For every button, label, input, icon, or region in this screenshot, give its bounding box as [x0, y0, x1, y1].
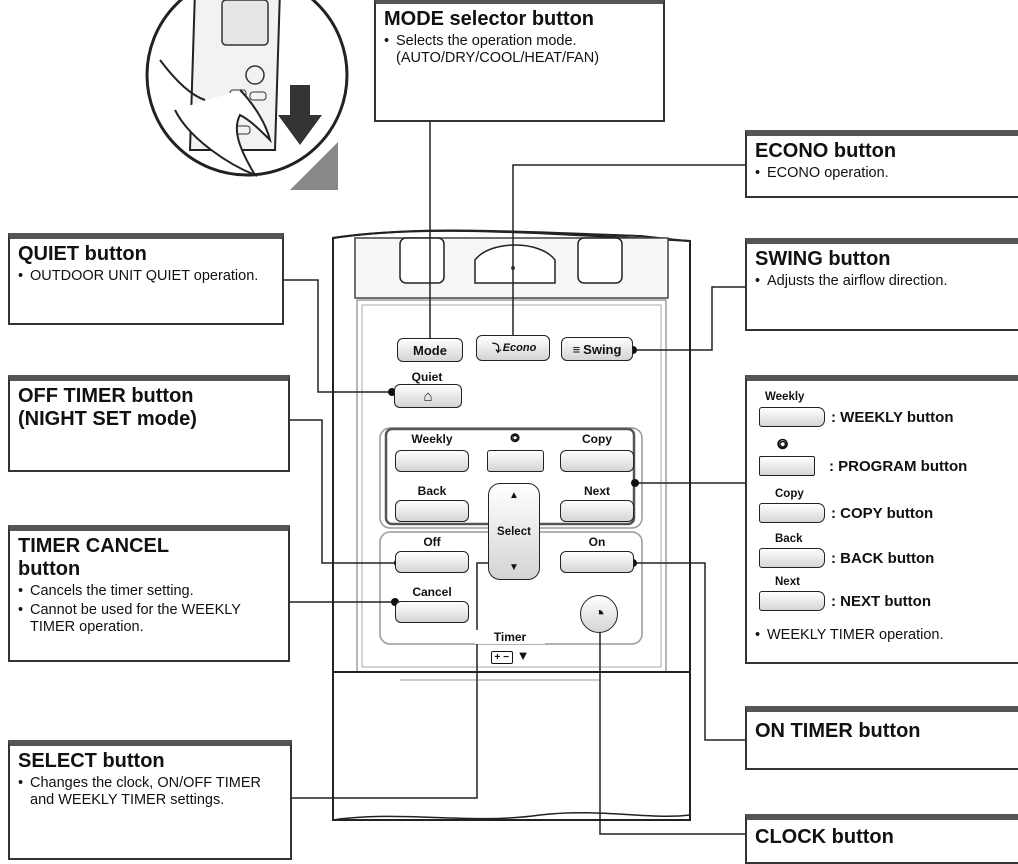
back-label: Back	[417, 484, 447, 498]
copy-row: : COPY button	[759, 503, 933, 523]
select-callout-title: SELECT button	[18, 750, 165, 772]
back-mini-button	[759, 548, 825, 568]
select-down-icon: ▼	[509, 562, 519, 573]
select-label: Select	[497, 525, 531, 538]
swing-icon: ≡	[572, 341, 581, 357]
program-symbol: ⭗	[510, 431, 520, 445]
timer-cancel-bullet-2: Cannot be used for the WEEKLY TIMER oper…	[18, 602, 280, 636]
weekly-group-bullet: WEEKLY TIMER operation.	[755, 627, 944, 644]
copy-button[interactable]	[560, 450, 634, 472]
weekly-button[interactable]	[395, 450, 469, 472]
swing-callout-bullet: Adjusts the airflow direction.	[755, 273, 1018, 290]
econo-callout-bullet: ECONO operation.	[755, 165, 1018, 182]
econo-label: Econo	[502, 342, 537, 354]
swing-label: Swing	[583, 341, 622, 357]
next-mini-button	[759, 591, 825, 611]
program-row: : PROGRAM button	[759, 456, 967, 476]
clock-callout-title: CLOCK button	[755, 826, 894, 848]
timer-cancel-callout-title: TIMER CANCEL button	[18, 535, 169, 580]
mode-button[interactable]: Mode	[397, 338, 463, 362]
next-row-text: : NEXT button	[831, 592, 931, 610]
copy-label: Copy	[582, 432, 612, 446]
copy-small-label: Copy	[775, 488, 804, 500]
program-row-text: : PROGRAM button	[829, 457, 968, 475]
timer-group-label: Timer	[475, 630, 545, 644]
on-timer-button[interactable]	[560, 551, 634, 573]
battery-indicator: + − ▼	[475, 648, 545, 664]
leader-lines	[283, 122, 745, 835]
weekly-row: : WEEKLY button	[759, 407, 954, 427]
battery-icon: + −	[490, 651, 513, 664]
quiet-callout-title: QUIET button	[18, 243, 147, 265]
timer-cancel-callout: TIMER CANCEL button Cancels the timer se…	[8, 525, 290, 662]
program-button[interactable]	[487, 450, 544, 472]
next-row: : NEXT button	[759, 591, 931, 611]
weekly-mini-button	[759, 407, 825, 427]
quiet-button[interactable]: ⌂	[394, 384, 462, 408]
back-small-label: Back	[775, 533, 803, 545]
weekly-small-label: Weekly	[765, 391, 805, 403]
quiet-label: Quiet	[411, 370, 443, 384]
swing-callout-title: SWING button	[755, 248, 891, 270]
back-button[interactable]	[395, 500, 469, 522]
back-row-text: : BACK button	[831, 549, 935, 567]
off-timer-callout: OFF TIMER button (NIGHT SET mode)	[8, 375, 290, 472]
house-icon: ⌂	[423, 387, 433, 405]
swing-button[interactable]: ≡ Swing	[561, 337, 633, 361]
mode-callout: MODE selector button Selects the operati…	[374, 0, 665, 122]
next-button[interactable]	[560, 500, 634, 522]
timer-cancel-bullet-1: Cancels the timer setting.	[18, 583, 280, 600]
weekly-label: Weekly	[411, 432, 453, 446]
on-timer-callout-title: ON TIMER button	[755, 720, 921, 742]
clock-icon: ◔	[592, 602, 606, 625]
timer-cancel-button[interactable]	[395, 601, 469, 623]
econo-callout: ECONO button ECONO operation.	[745, 130, 1018, 198]
mode-callout-title: MODE selector button	[384, 8, 595, 30]
back-row: : BACK button	[759, 548, 934, 568]
program-mini-button	[759, 456, 815, 476]
cancel-label: Cancel	[412, 585, 452, 599]
clock-button[interactable]: ◔	[580, 595, 618, 633]
next-label: Next	[583, 484, 610, 498]
select-callout-bullet: Changes the clock, ON/OFF TIMER and WEEK…	[18, 775, 282, 809]
select-button[interactable]: ▲ Select ▼	[488, 483, 540, 580]
quiet-callout-bullet: OUTDOOR UNIT QUIET operation.	[18, 268, 274, 285]
program-small-icon: ⭗	[777, 436, 789, 452]
copy-mini-button	[759, 503, 825, 523]
clock-callout: CLOCK button	[745, 814, 1018, 864]
off-timer-button[interactable]	[395, 551, 469, 573]
econo-button[interactable]: ⤵ Econo	[476, 335, 550, 361]
on-timer-callout: ON TIMER button	[745, 706, 1018, 770]
off-label: Off	[423, 535, 441, 549]
off-timer-callout-title: OFF TIMER button (NIGHT SET mode)	[18, 385, 197, 430]
copy-row-text: : COPY button	[831, 504, 934, 522]
econo-callout-title: ECONO button	[755, 140, 897, 162]
weekly-group-callout: Weekly : WEEKLY button ⭗ : PROGRAM butto…	[745, 375, 1018, 664]
select-callout: SELECT button Changes the clock, ON/OFF …	[8, 740, 292, 860]
on-label: On	[588, 535, 606, 549]
battery-arrow-icon: ▼	[516, 648, 530, 663]
swing-callout: SWING button Adjusts the airflow directi…	[745, 238, 1018, 331]
weekly-row-text: : WEEKLY button	[831, 408, 954, 426]
econo-icon: ⤵	[489, 343, 501, 355]
quiet-callout: QUIET button OUTDOOR UNIT QUIET operatio…	[8, 233, 284, 325]
select-up-icon: ▲	[509, 490, 519, 501]
next-small-label: Next	[775, 576, 800, 588]
inset-illustration	[145, 0, 349, 190]
mode-callout-bullet: Selects the operation mode. (AUTO/DRY/CO…	[384, 33, 655, 67]
